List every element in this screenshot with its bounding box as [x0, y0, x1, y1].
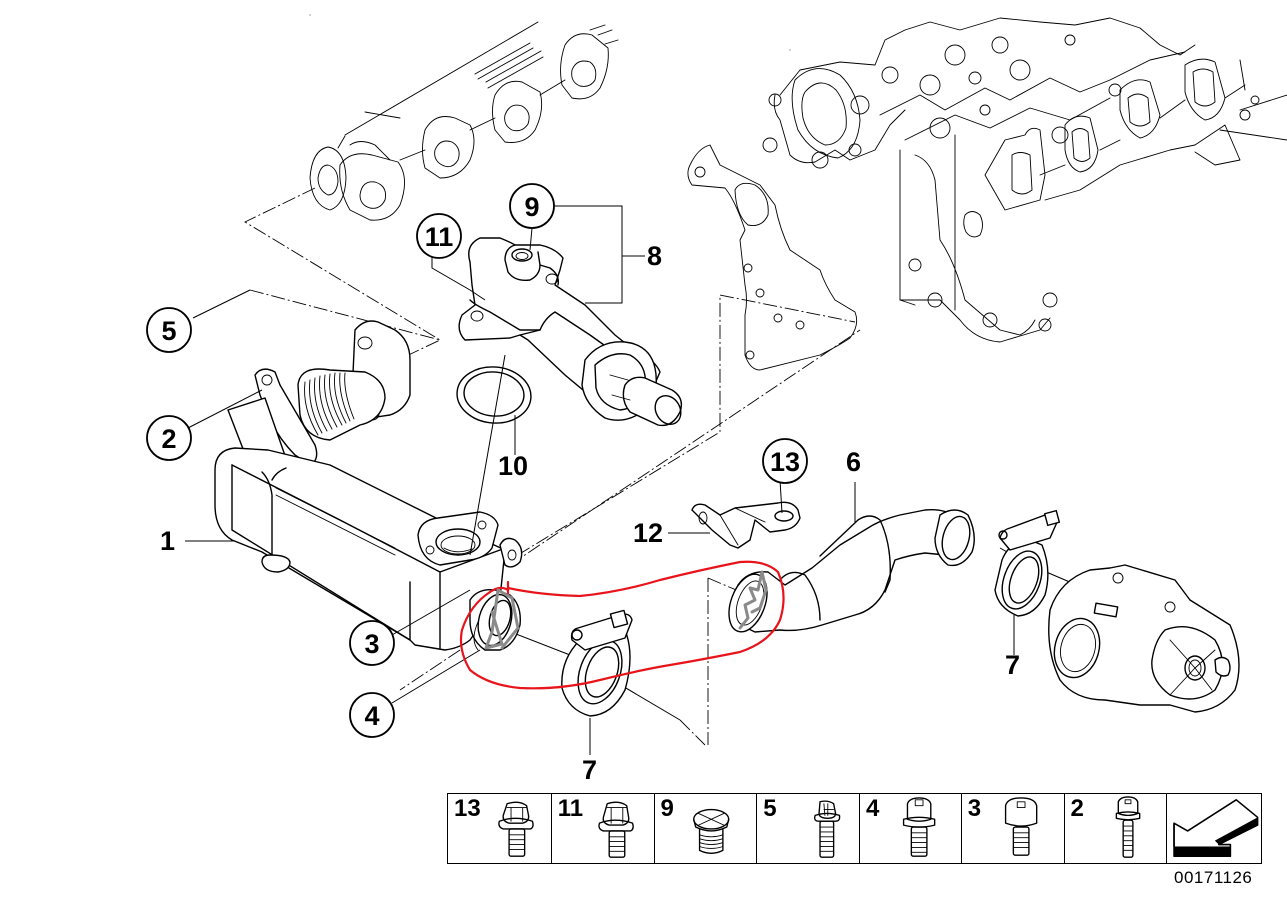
red-annotation-loop [459, 560, 785, 690]
svg-text:8: 8 [647, 241, 662, 271]
callout-5[interactable]: 5 [146, 307, 192, 353]
svg-text:7: 7 [1005, 650, 1020, 680]
screw-plug-icon [692, 808, 729, 854]
egr-pipe [728, 508, 975, 633]
svg-text:7: 7 [582, 755, 597, 785]
v-band-clamp-left [561, 609, 633, 717]
svg-text:9: 9 [524, 192, 539, 222]
fastener-table: 13 11 9 5 [447, 793, 1262, 864]
diagram-id: 00171126 [1174, 868, 1253, 887]
svg-text:6: 6 [846, 447, 861, 477]
fastener-cell-2[interactable]: 2 [1065, 794, 1168, 863]
callout-9[interactable]: 9 [509, 183, 555, 229]
svg-text:3: 3 [364, 629, 379, 659]
fastener-cell-5[interactable]: 5 [757, 794, 860, 863]
svg-text:10: 10 [498, 451, 528, 481]
fastener-cell-4[interactable]: 4 [860, 794, 962, 863]
callout-7-right: 7 [1005, 650, 1020, 680]
fastener-number: 9 [660, 795, 674, 822]
fastener-number: 5 [763, 795, 777, 822]
svg-text:11: 11 [425, 222, 454, 252]
fastener-number: 11 [557, 795, 584, 822]
svg-text:13: 13 [770, 447, 800, 477]
bracket [691, 501, 801, 549]
svg-text:5: 5 [161, 316, 176, 346]
fastener-cell-11[interactable]: 11 [552, 794, 655, 863]
view-direction-arrow-icon [1173, 799, 1259, 857]
callout-7-left: 7 [582, 755, 597, 785]
svg-text:4: 4 [364, 701, 379, 731]
gray-scribble-left [484, 588, 520, 650]
egr-cooler [214, 447, 523, 651]
socket-head-collar-bolt-icon [902, 797, 936, 857]
gray-scribble-right [738, 570, 768, 630]
callout-2[interactable]: 2 [146, 415, 192, 461]
svg-text:12: 12 [633, 518, 663, 548]
engine-block [762, 17, 1287, 343]
callout-13[interactable]: 13 [762, 438, 808, 484]
thermostat-housing [458, 237, 683, 427]
callout-8: 8 [647, 241, 662, 271]
callout-1: 1 [160, 526, 175, 556]
v-band-clamp-right [994, 509, 1061, 617]
fastener-number: 13 [454, 795, 481, 822]
egr-valve [1048, 564, 1240, 713]
flange-hex-bolt-icon [498, 801, 534, 857]
callout-6: 6 [846, 447, 861, 477]
callout-10: 10 [498, 451, 528, 481]
callout-3[interactable]: 3 [349, 620, 395, 666]
callout-12: 12 [633, 518, 663, 548]
fastener-cell-13[interactable]: 13 [448, 794, 552, 863]
fastener-cell-3[interactable]: 3 [962, 794, 1065, 863]
callout-4[interactable]: 4 [349, 692, 395, 738]
gasket-ring [456, 366, 532, 424]
fastener-number: 2 [1070, 795, 1084, 822]
view-direction-cell [1167, 794, 1261, 863]
exhaust-manifold [309, 14, 619, 221]
flange-hex-bolt-icon [598, 801, 634, 858]
svg-text:2: 2 [161, 424, 176, 454]
callout-11[interactable]: 11 [416, 213, 462, 259]
small-socket-head-bolt-icon [1115, 796, 1140, 858]
torx-bolt-icon [814, 800, 841, 858]
leader-lines [185, 205, 1015, 755]
socket-head-bolt-icon [1004, 797, 1038, 856]
fastener-number: 3 [967, 795, 982, 822]
fastener-number: 4 [866, 795, 880, 822]
fastener-cell-9[interactable]: 9 [655, 794, 758, 863]
mounting-bracket [687, 144, 858, 371]
svg-text:1: 1 [160, 526, 175, 556]
